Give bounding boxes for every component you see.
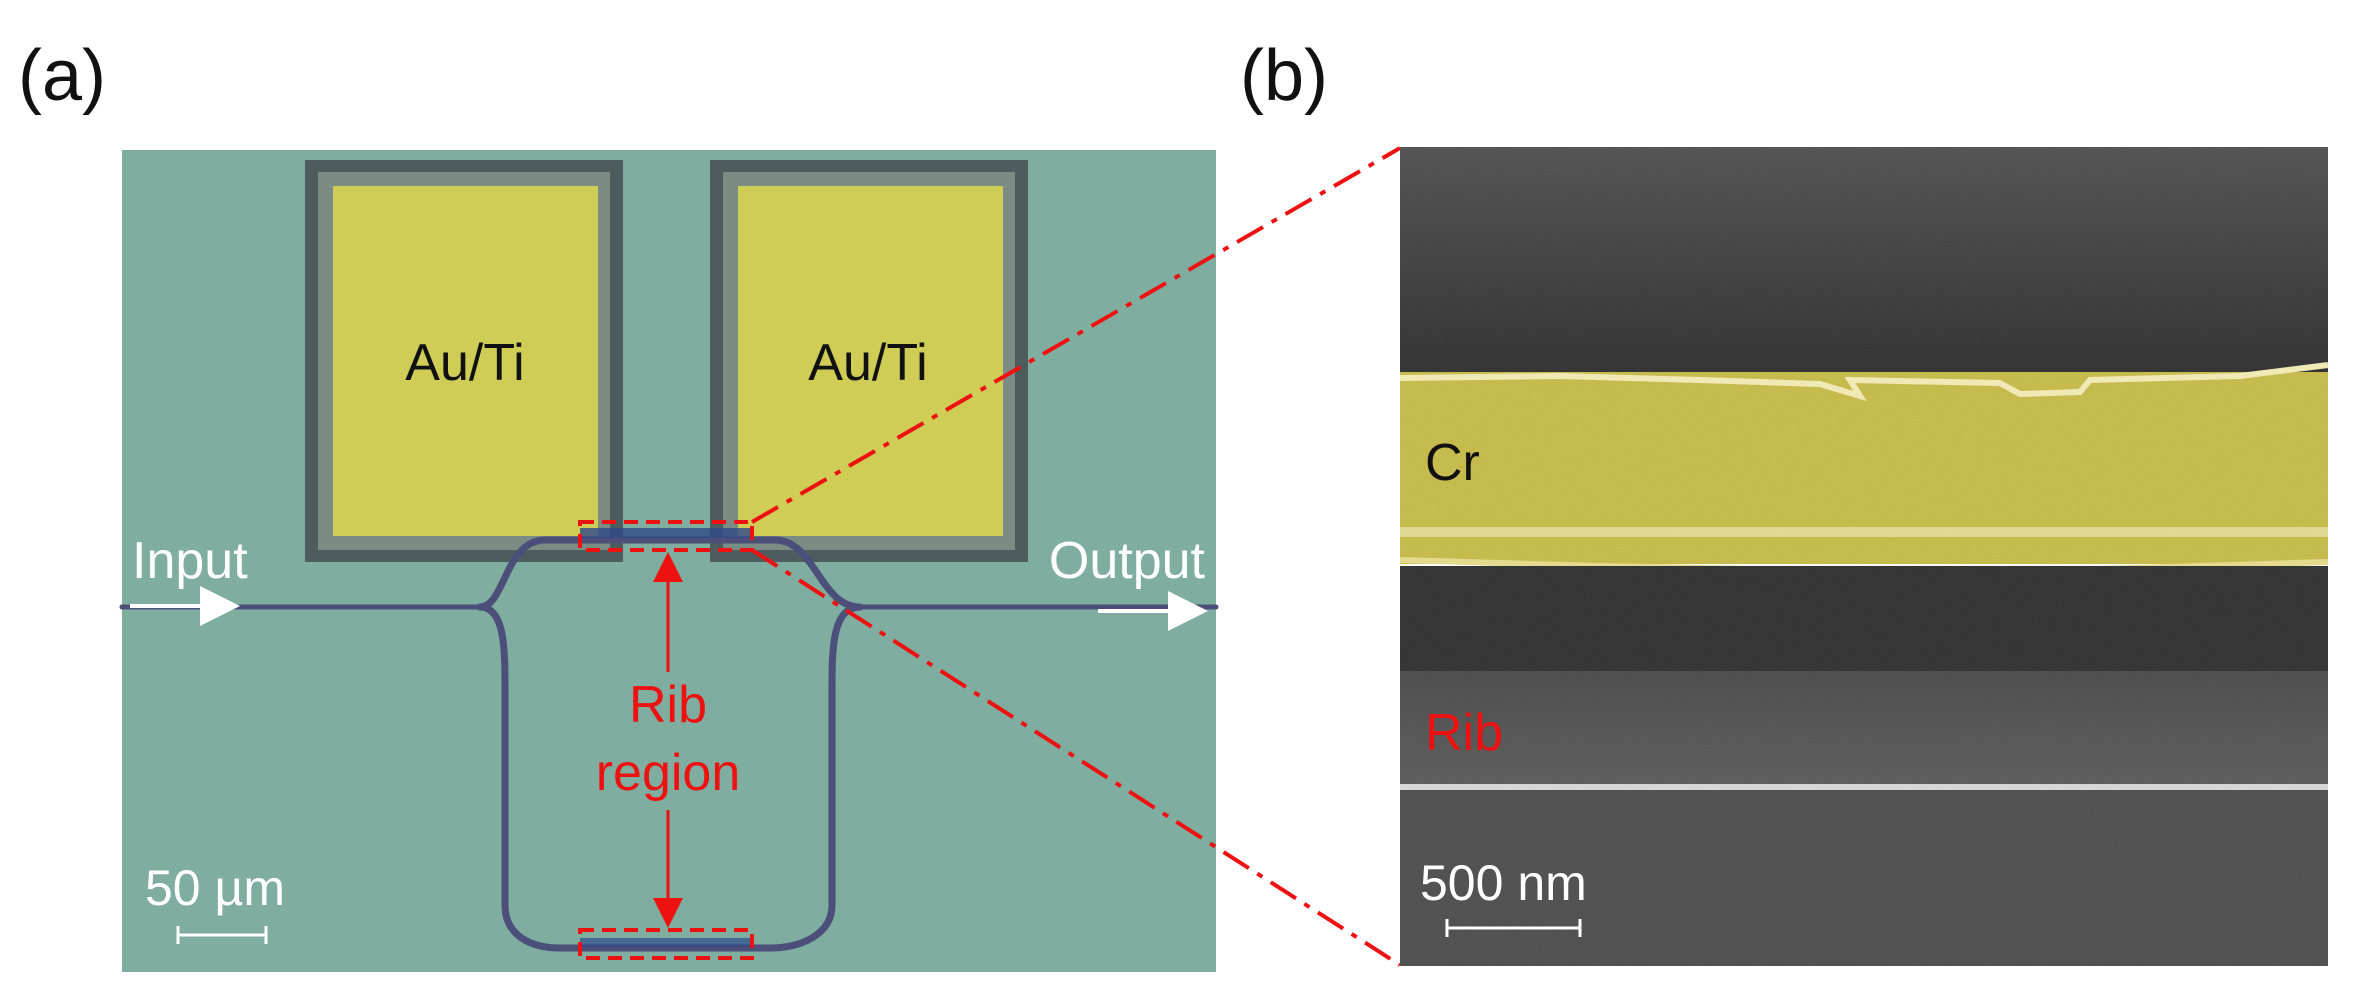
rib-region-box-top bbox=[578, 520, 754, 552]
sem-image: Cr Rib 500 nm bbox=[1399, 147, 2329, 966]
upper-electrode-strip bbox=[580, 528, 750, 538]
scale-label-a: 50 µm bbox=[145, 860, 285, 916]
optical-micrograph: Au/Ti Au/Ti Input Output Rib region 50 µ… bbox=[119, 150, 1219, 972]
scale-bar-a bbox=[176, 926, 268, 944]
input-label: Input bbox=[132, 532, 248, 590]
pad-right-label: Au/Ti bbox=[808, 334, 927, 392]
cr-label: Cr bbox=[1425, 434, 1480, 492]
scale-bar-b bbox=[1445, 919, 1582, 937]
pad-left-label: Au/Ti bbox=[405, 334, 524, 392]
zoom-line-bottom bbox=[750, 548, 1402, 967]
electrode-pad-left-gold bbox=[333, 186, 598, 536]
electrode-pad-right-gold bbox=[738, 186, 1003, 536]
panel-a-tag: (a) bbox=[18, 36, 106, 116]
scale-label-b: 500 nm bbox=[1420, 855, 1587, 911]
mzi-lower-arm bbox=[476, 603, 864, 952]
output-label: Output bbox=[1049, 532, 1206, 590]
lower-electrode-strip bbox=[580, 938, 750, 947]
sem-noise-overlay bbox=[1400, 147, 2328, 966]
panel-b-tag: (b) bbox=[1240, 36, 1328, 116]
zoom-line-top bbox=[751, 146, 1401, 524]
rib-region-label-line2: region bbox=[596, 744, 741, 802]
rib-region-box-bottom bbox=[578, 928, 754, 960]
mzi-upper-arm bbox=[476, 536, 864, 611]
rib-label: Rib bbox=[1425, 704, 1503, 762]
zoom-connector bbox=[750, 146, 1402, 967]
rib-region-label-line1: Rib bbox=[629, 676, 707, 734]
